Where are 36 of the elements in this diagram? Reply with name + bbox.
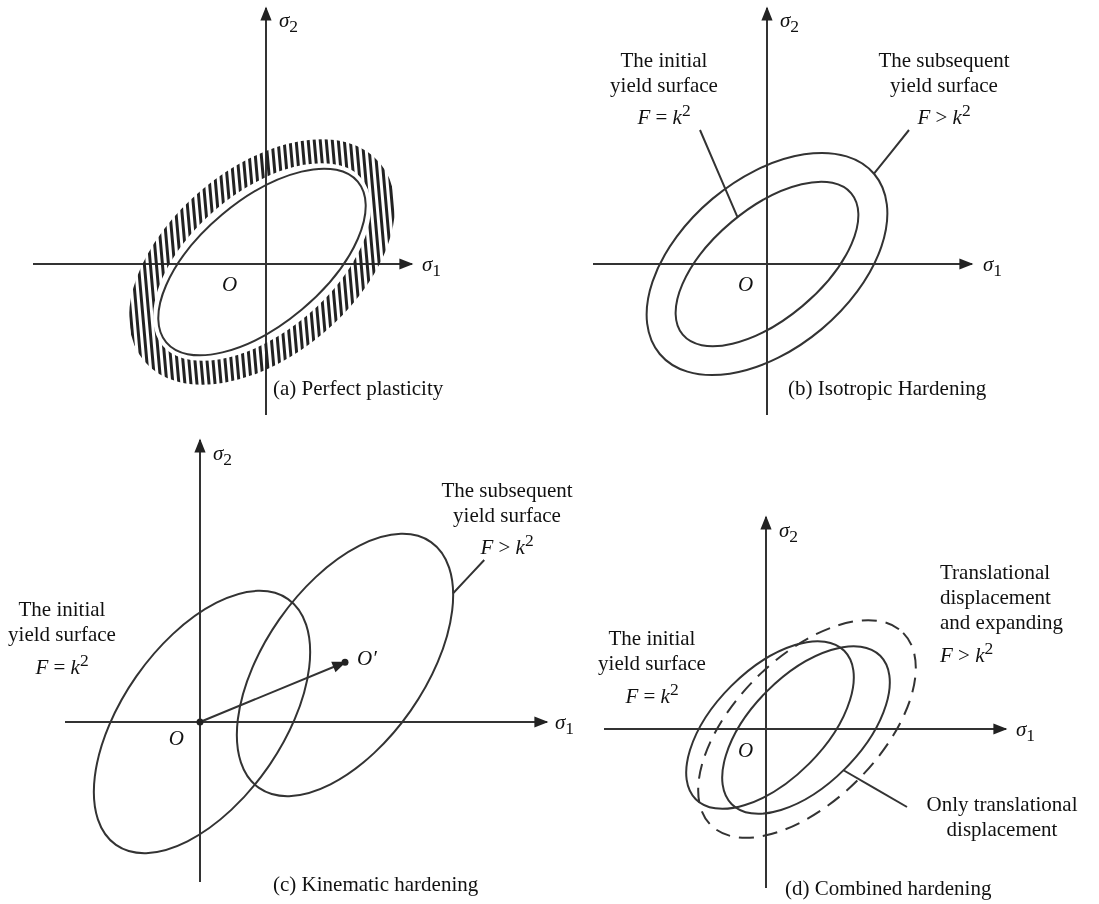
panel-caption: (d) Combined hardening [785, 876, 992, 901]
axis-label: σ$_{2}$ [780, 8, 800, 39]
annotation-text: The initial yield surface [597, 626, 707, 676]
leader-line [452, 559, 486, 595]
yield-surface-ellipse [235, 532, 455, 798]
yield-surface-ellipse [674, 180, 860, 348]
axis-label: σ$_{1}$ [983, 252, 1003, 283]
axis-label: σ$_{2}$ [779, 518, 799, 549]
axis-label: σ$_{2}$ [213, 441, 233, 472]
formula: F > k$^{2}$ [940, 637, 994, 668]
panel-caption: (a) Perfect plasticity [273, 376, 444, 401]
origin-label: O [738, 272, 754, 297]
axis-label: σ$_{1}$ [1016, 717, 1036, 748]
origin-label: O [738, 738, 754, 763]
callout-text: The subsequent yield surface F > k$^{2}$ [856, 48, 1032, 130]
origin-label: O [222, 272, 238, 297]
callout-text: The subsequent yield surface F > k$^{2}$ [419, 478, 595, 560]
formula: F = k$^{2}$ [624, 678, 680, 709]
yield-surface-ellipse [157, 167, 367, 357]
yield-surface-ellipse [721, 645, 891, 815]
callout-text: Only translational displacement [907, 792, 1097, 842]
annotation-text: The initial yield surface [7, 597, 117, 647]
panel-caption: (b) Isotropic Hardening [788, 376, 987, 401]
leader-line [842, 769, 908, 808]
yield-surface-ellipse [645, 151, 889, 377]
callout-text: The initial yield surface F = k$^{2}$ [604, 48, 724, 130]
leader-line [873, 129, 910, 175]
axis-label: σ$_{1}$ [555, 710, 575, 741]
annotation-text: Translational displacement and expanding [940, 560, 1065, 635]
point-label: O′ [345, 646, 385, 671]
leader-line [699, 129, 739, 219]
formula: F = k$^{2}$ [34, 649, 90, 680]
point-label: O [160, 722, 200, 751]
axis-label: σ$_{2}$ [279, 8, 299, 39]
panel-caption: (c) Kinematic hardening [273, 872, 479, 897]
axis-label: σ$_{1}$ [422, 252, 442, 283]
